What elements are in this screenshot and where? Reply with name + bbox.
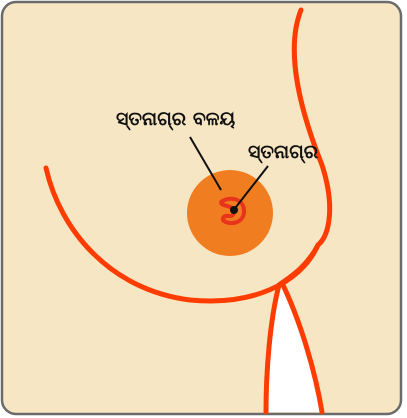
armpit-gap bbox=[266, 283, 322, 412]
nipple-leader-line bbox=[235, 165, 269, 208]
nipple bbox=[219, 196, 246, 226]
areola-label: ସ୍ତନାଗ୍ର ବଳୟ bbox=[116, 108, 235, 131]
body-side-outline bbox=[276, 7, 333, 288]
nipple-label: ସ୍ତନାଗ୍ର bbox=[248, 141, 319, 164]
areola bbox=[187, 170, 273, 256]
torso-side-line bbox=[279, 280, 325, 415]
arm-inner-line bbox=[263, 282, 282, 415]
nipple-pointer-dot bbox=[230, 206, 238, 214]
areola-leader-line bbox=[189, 136, 222, 191]
